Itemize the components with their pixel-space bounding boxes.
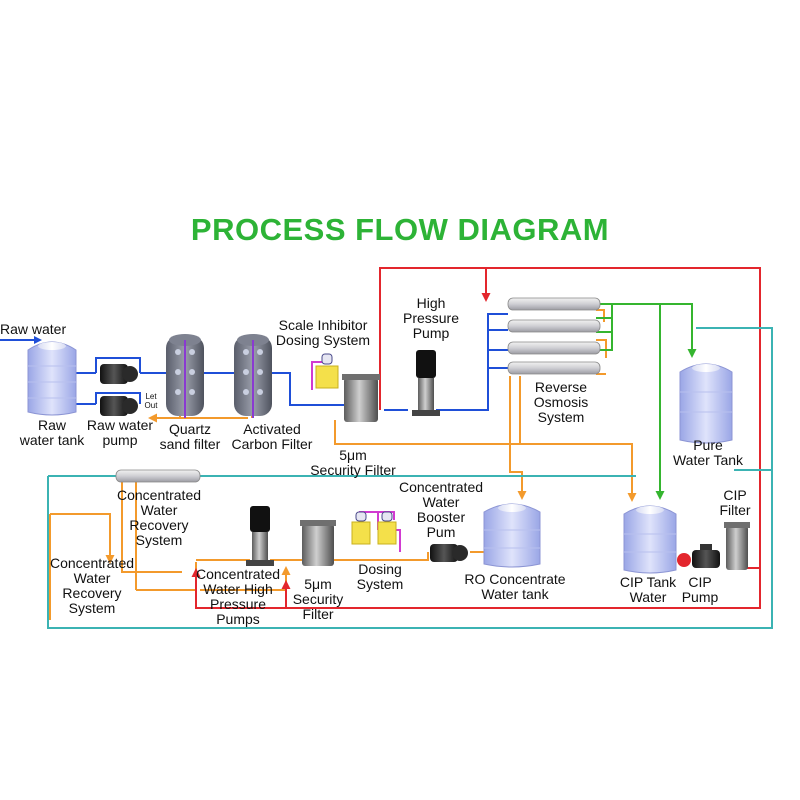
pure-water-line	[596, 303, 697, 500]
cip-return-line	[191, 267, 761, 609]
recirculation-line	[47, 327, 773, 629]
reverse-osmosis-membranes	[507, 297, 601, 375]
cip-filter	[724, 522, 750, 570]
security-filter-top	[342, 374, 380, 422]
raw-water-pump	[100, 364, 138, 416]
raw-water-tank	[27, 341, 77, 416]
high-pressure-pump	[412, 350, 440, 416]
quartz-sand-filter	[166, 334, 204, 418]
security-filter-bottom	[300, 520, 336, 566]
dosing-tanks	[351, 511, 397, 545]
scale-inhibitor-tank	[315, 353, 339, 389]
ro-concentrate-tank	[483, 503, 541, 568]
concentrated-recovery-membrane	[115, 469, 201, 483]
concentrated-hp-pump	[246, 506, 274, 566]
cip-tank	[623, 505, 677, 574]
concentrated-booster-pump	[430, 544, 468, 562]
activated-carbon-filter	[234, 334, 272, 418]
raw-water-line	[0, 313, 508, 411]
diagram-title: PROCESS FLOW DIAGRAM	[190, 212, 610, 247]
cip-pump	[677, 544, 720, 568]
raw-water-label: Raw water	[0, 321, 67, 337]
pure-water-tank	[679, 363, 733, 444]
